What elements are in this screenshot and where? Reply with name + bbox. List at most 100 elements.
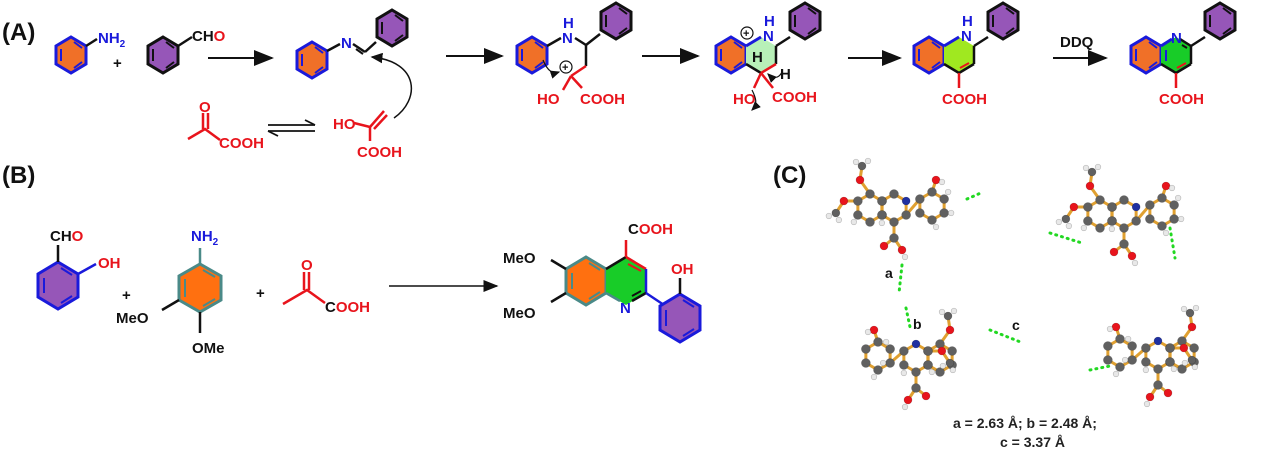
carbon-atom xyxy=(1119,195,1129,205)
carbon-atom xyxy=(1141,357,1151,367)
carbon-atom xyxy=(1165,357,1175,367)
ddq-reagent-label: DDQ xyxy=(1060,34,1094,51)
curved-arrow-deprotonation xyxy=(767,71,783,83)
int1-nh-h: H xyxy=(563,15,574,32)
salicyl-cho-label: CHO xyxy=(50,228,84,245)
hydrogen-atom xyxy=(1080,224,1087,232)
carbon-atom xyxy=(927,215,937,225)
hbond-dashed xyxy=(897,263,904,295)
hydrogen-atom xyxy=(945,188,952,196)
oxygen-atom xyxy=(1187,322,1197,332)
carbon-atom xyxy=(945,358,955,368)
int2-nh-n: N xyxy=(763,28,774,45)
oxygen-atom xyxy=(1179,343,1189,353)
carbon-atom xyxy=(1189,343,1199,353)
oxygen-atom xyxy=(879,241,889,251)
carbon-atom xyxy=(939,194,949,204)
svg-text:+: + xyxy=(743,28,749,40)
hydrogen-atom xyxy=(1106,325,1114,333)
int2-h2: H xyxy=(780,66,791,83)
hydrogen-atom xyxy=(928,368,935,376)
carbocation-charge-icon xyxy=(559,60,573,74)
hydrogen-atom xyxy=(1094,163,1102,171)
dihydro-cooh-label: COOH xyxy=(942,91,987,108)
hbond-label-b: b xyxy=(913,316,922,332)
nitrogen-atom xyxy=(1131,202,1141,212)
carbon-atom xyxy=(1145,214,1155,224)
distance-caption-line-1: a = 2.63 Å; b = 2.48 Å; xyxy=(953,415,1097,431)
distance-caption-line-2: c = 3.37 Å xyxy=(1000,434,1065,450)
carbon-atom xyxy=(1115,362,1125,372)
carbon-atom xyxy=(1157,221,1167,231)
hydrogen-atom xyxy=(870,373,878,381)
oxygen-atom xyxy=(1085,181,1095,191)
hydrogen-atom xyxy=(850,218,857,226)
carbon-atom xyxy=(877,196,887,206)
carbon-atom xyxy=(1153,380,1163,390)
carbon-atom xyxy=(1145,200,1155,210)
salicyl-oh-label: OH xyxy=(98,255,121,272)
hydrogen-atom xyxy=(1175,194,1182,202)
hbond-dashed xyxy=(965,190,985,201)
carbon-atom xyxy=(853,210,863,220)
hydrogen-atom xyxy=(878,219,885,227)
hbond-dashed xyxy=(904,306,912,329)
enol-pyruvic-molecule: HO COOH xyxy=(333,110,402,161)
dma-meo-label: MeO xyxy=(116,310,149,327)
oxygen-atom xyxy=(869,325,879,335)
hydrogen-atom xyxy=(1170,365,1177,373)
carbon-atom xyxy=(947,346,957,356)
panel-label-b: (B) xyxy=(2,162,35,189)
hydrogen-atom xyxy=(1192,304,1200,312)
pyruvic-o-label: O xyxy=(199,99,211,116)
carbon-atom xyxy=(1157,193,1167,203)
hydrogen-atom xyxy=(883,338,890,346)
curved-arrow-elimination xyxy=(751,89,761,111)
carbon-atom xyxy=(1177,364,1187,374)
int2-cooh-label: COOH xyxy=(772,89,817,106)
hydrogen-atom xyxy=(948,209,955,217)
carbon-atom xyxy=(911,367,921,377)
hydrogen-atom xyxy=(835,216,842,224)
oxygen-atom xyxy=(921,391,931,401)
pyruvic-b-cooh-label: COOH xyxy=(325,299,370,316)
aniline-nh2-label: NH2 xyxy=(98,30,126,50)
nitrogen-atom xyxy=(911,339,921,349)
hbond-dashed xyxy=(988,328,1025,345)
oxygen-atom xyxy=(1069,202,1079,212)
hydrogen-atom xyxy=(938,178,946,186)
panel-label-c: (C) xyxy=(773,162,806,189)
product-a-cooh-label: COOH xyxy=(1159,91,1204,108)
product-a-n-label: N xyxy=(1171,30,1182,47)
hbond-dashed xyxy=(1048,231,1084,245)
carbon-atom xyxy=(1115,334,1125,344)
carbon-atom xyxy=(885,344,895,354)
hydrogen-atom xyxy=(901,253,909,261)
oxygen-atom xyxy=(937,346,947,356)
enol-cooh-label: COOH xyxy=(357,144,402,161)
hbond-dashed xyxy=(1168,226,1177,260)
carbon-atom xyxy=(1119,239,1129,249)
oxygen-atom xyxy=(1111,322,1121,332)
hbond-label-a: a xyxy=(885,265,893,281)
hydrogen-atom xyxy=(825,212,832,220)
carbon-atom xyxy=(1103,355,1113,365)
plus-sign-b1: + xyxy=(122,287,131,304)
carbon-atom xyxy=(1087,167,1097,177)
carbon-atom xyxy=(901,210,911,220)
hydrogen-atom xyxy=(1112,370,1120,378)
hydrogen-atom xyxy=(938,308,946,316)
int2-ho-label: HO xyxy=(733,91,756,108)
hydrogen-atom xyxy=(1125,335,1132,343)
carbon-atom xyxy=(1083,202,1093,212)
imine-n-label: N xyxy=(341,35,352,52)
carbon-atom xyxy=(1095,223,1105,233)
carbon-atom xyxy=(1165,343,1175,353)
product-b-oh-label: OH xyxy=(671,261,694,278)
carbon-atom xyxy=(1185,308,1195,318)
hydrogen-atom xyxy=(1122,356,1129,364)
product-b-cooh-label: COOH xyxy=(628,221,673,238)
oxygen-atom xyxy=(855,175,865,185)
hydrogen-atom xyxy=(1082,164,1090,172)
